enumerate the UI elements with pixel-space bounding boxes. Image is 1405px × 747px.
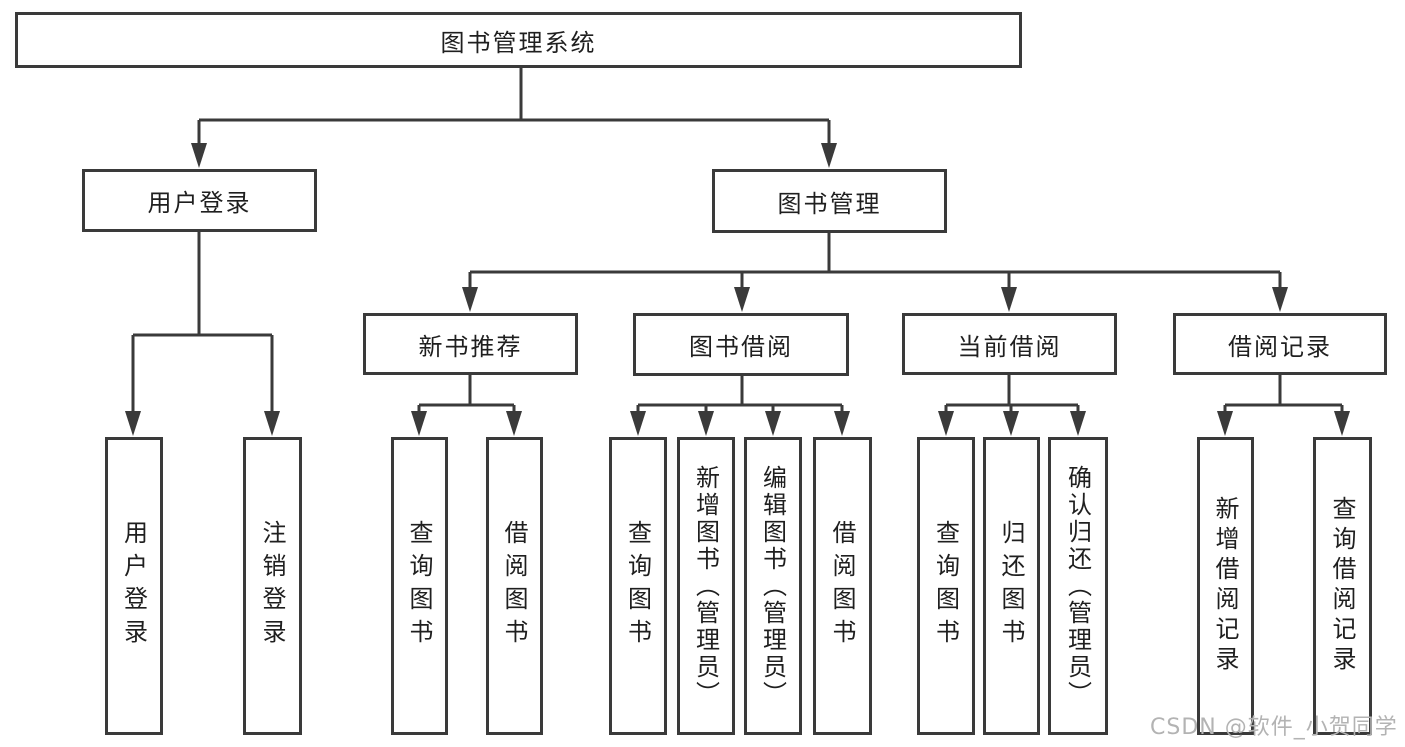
leaf-label: 新增图书（管理员） [691, 464, 720, 708]
leaf-label: 用户登录 [119, 520, 148, 652]
arrowhead [191, 143, 207, 168]
edge-borrow-records-to-leaves [1217, 375, 1350, 436]
leaf-label: 注销登录 [258, 520, 286, 652]
arrowhead [938, 411, 954, 436]
arrowhead [834, 411, 850, 436]
root-node-library-management-system: 图书管理系统 [15, 12, 1022, 68]
node-label: 用户登录 [147, 189, 252, 217]
leaf-return-books: 归还图书 [983, 437, 1040, 735]
leaf-edit-books-admin: 编辑图书（管理员） [744, 437, 802, 735]
leaf-label: 查询图书 [405, 520, 433, 652]
arrowhead [125, 411, 141, 436]
node-label: 图书借阅 [689, 333, 793, 361]
arrowhead [821, 143, 837, 168]
leaf-label: 确认归还（管理员） [1063, 464, 1092, 708]
leaf-label: 归还图书 [997, 520, 1025, 652]
edge-new-book-recommend-to-leaves [411, 375, 522, 436]
leaf-label: 借阅图书 [828, 520, 856, 652]
node-label: 当前借阅 [957, 332, 1062, 361]
leaf-label: 查询图书 [931, 520, 960, 652]
arrowhead [411, 411, 427, 436]
csdn-watermark: CSDN @软件_小贺同学 [1150, 715, 1398, 740]
arrowhead [1334, 411, 1350, 436]
leaf-query-books-recommend: 查询图书 [391, 437, 448, 735]
edge-book-borrow-to-leaves [630, 375, 850, 436]
leaf-query-borrow-record: 查询借阅记录 [1313, 437, 1372, 735]
leaf-label: 查询图书 [623, 520, 652, 652]
node-borrow-records: 借阅记录 [1173, 313, 1387, 375]
arrowhead [1217, 411, 1233, 436]
node-book-borrow: 图书借阅 [633, 313, 849, 376]
arrowhead [1070, 411, 1086, 436]
leaf-label: 借阅图书 [500, 520, 528, 652]
node-label: 图书管理 [777, 189, 882, 218]
arrowhead [630, 411, 646, 436]
edge-root-to-level2 [191, 68, 837, 168]
leaf-label: 查询借阅记录 [1328, 496, 1356, 676]
leaf-logout: 注销登录 [243, 437, 302, 735]
arrowhead [1003, 411, 1019, 436]
leaf-confirm-return-admin: 确认归还（管理员） [1048, 437, 1108, 735]
leaf-label: 编辑图书（管理员） [758, 464, 787, 708]
node-label: 借阅记录 [1228, 332, 1332, 361]
arrowhead [506, 411, 522, 436]
edge-book-management-to-level3 [462, 233, 1288, 312]
arrowhead [1001, 287, 1017, 312]
arrowhead [264, 411, 280, 436]
arrowhead [765, 411, 781, 436]
leaf-borrow-books-recommend: 借阅图书 [486, 437, 543, 735]
node-current-borrow: 当前借阅 [902, 313, 1117, 375]
root-node-label: 图书管理系统 [440, 28, 597, 57]
leaf-user-login: 用户登录 [105, 437, 163, 735]
node-user-login: 用户登录 [82, 169, 317, 232]
arrowhead [698, 411, 714, 436]
leaf-borrow-books: 借阅图书 [813, 437, 872, 735]
leaf-label: 新增借阅记录 [1211, 496, 1239, 676]
leaf-query-books-current: 查询图书 [917, 437, 975, 735]
arrowhead [462, 287, 478, 312]
node-new-book-recommend: 新书推荐 [363, 313, 578, 375]
leaf-add-books-admin: 新增图书（管理员） [677, 437, 735, 735]
leaf-query-books-borrow: 查询图书 [609, 437, 667, 735]
arrowhead [1272, 287, 1288, 312]
edge-user-login-to-leaves [125, 232, 280, 436]
node-label: 新书推荐 [418, 332, 523, 361]
arrowhead [734, 287, 750, 312]
leaf-add-borrow-record: 新增借阅记录 [1197, 437, 1254, 735]
node-book-management: 图书管理 [712, 169, 947, 233]
edge-current-borrow-to-leaves [938, 375, 1086, 436]
